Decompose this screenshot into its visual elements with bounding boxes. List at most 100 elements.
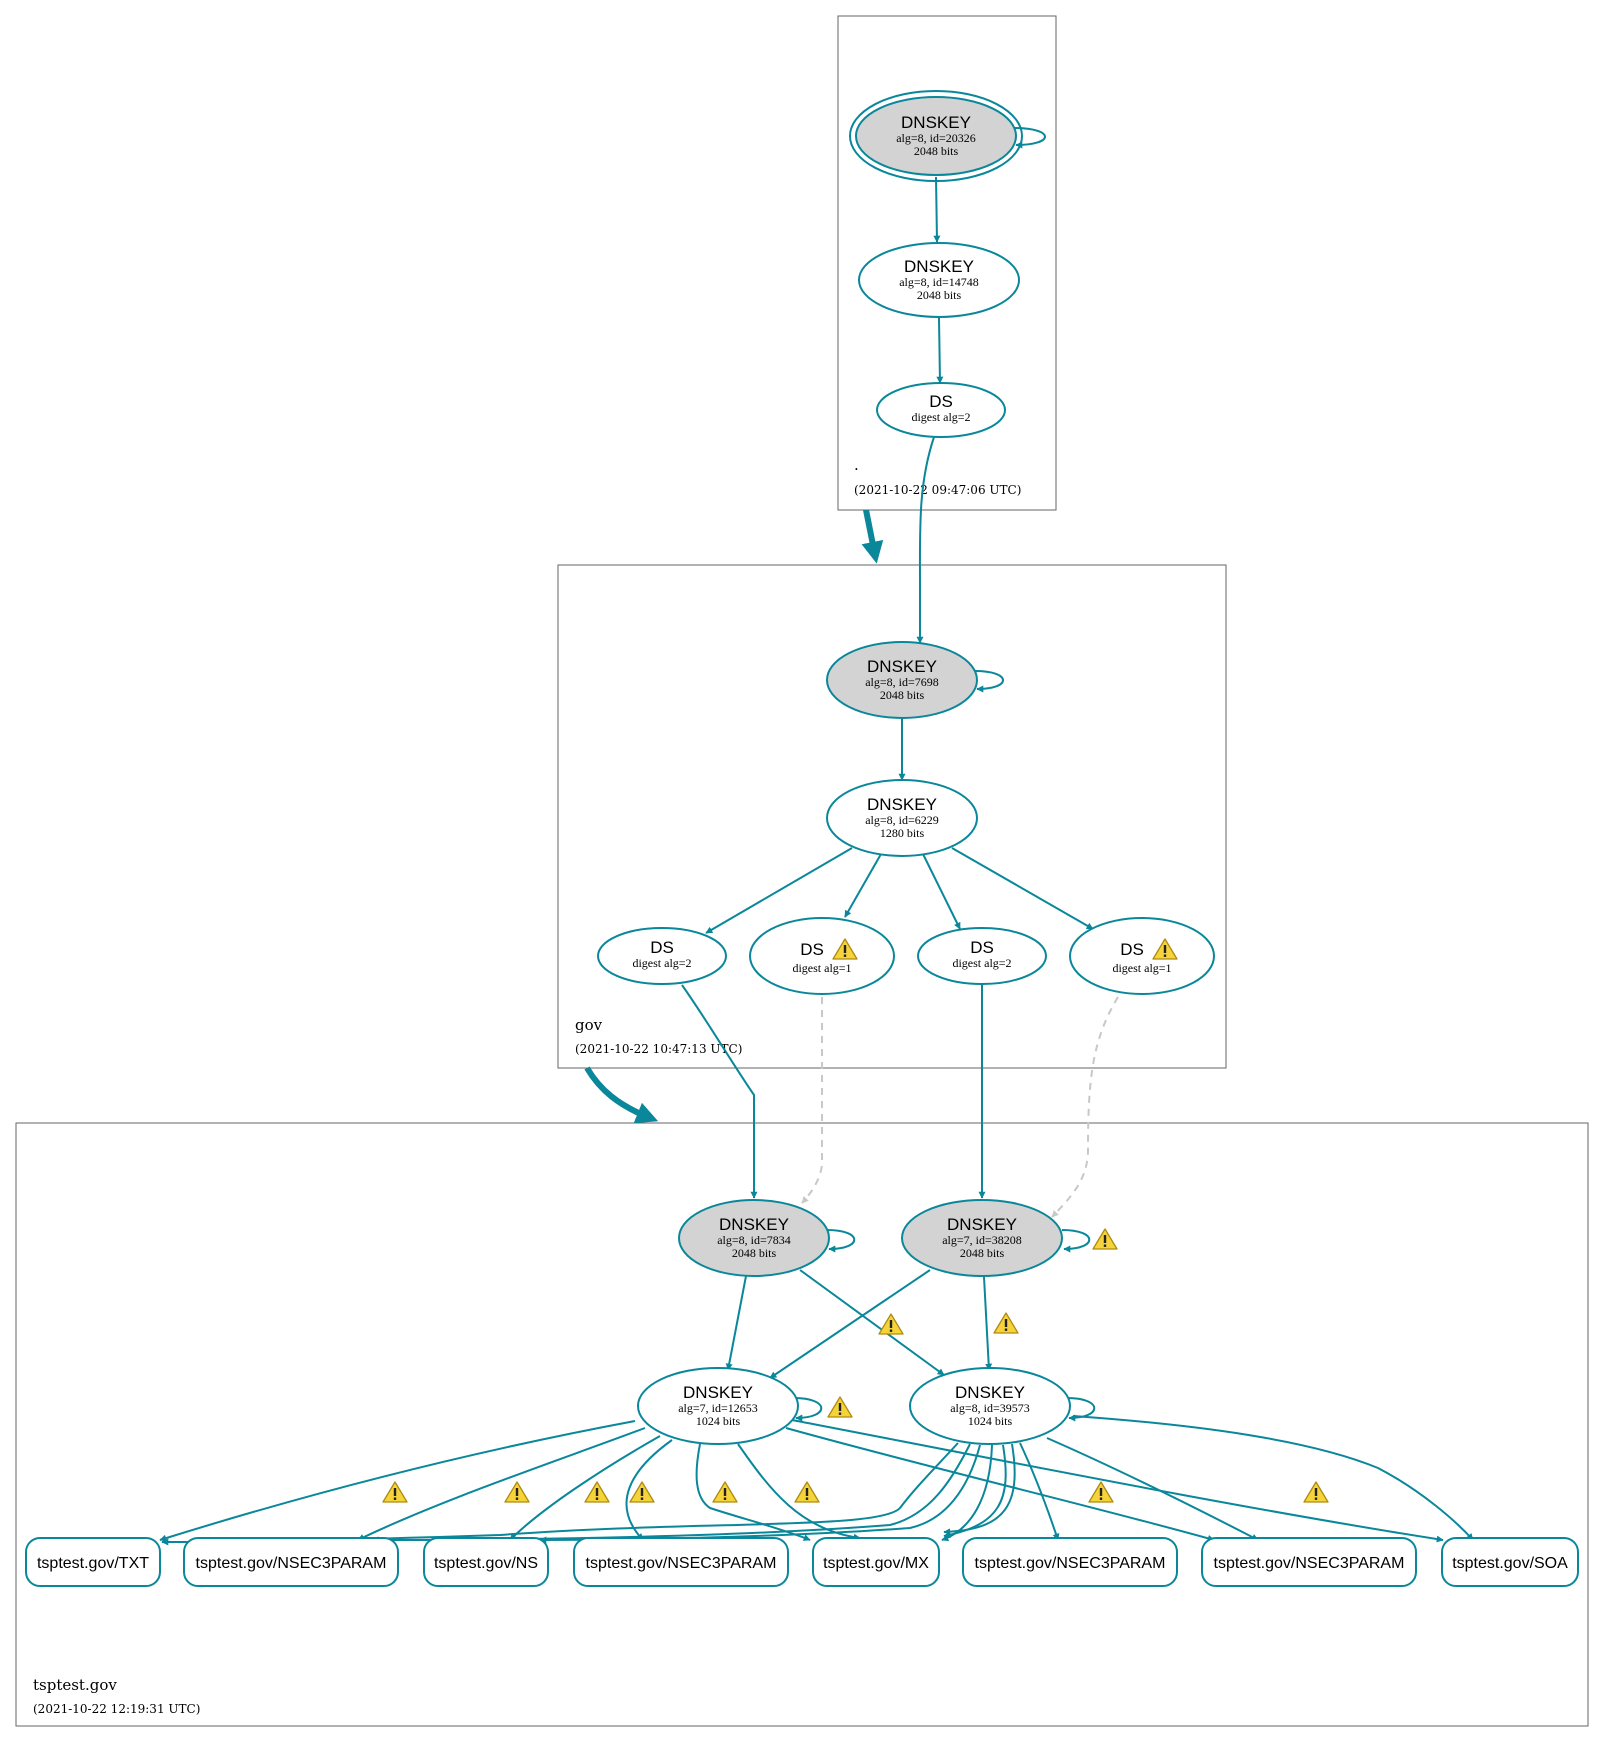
edge-ts-ksk1-to-zsk2 [799, 1269, 945, 1376]
root-ds-node[interactable]: DS digest alg=2 [876, 382, 1006, 438]
rrset-label: tsptest.gov/NSEC3PARAM [196, 1555, 387, 1572]
root-zone-timestamp: (2021-10-22 09:47:06 UTC) [854, 483, 1021, 497]
gov-zone-timestamp: (2021-10-22 10:47:13 UTC) [575, 1042, 742, 1056]
ts-zsk1-line1: alg=7, id=12653 [678, 1401, 758, 1415]
gov-zsk-title: DNSKEY [867, 795, 937, 814]
ts-ksk1-line2: 2048 bits [732, 1246, 777, 1260]
gov-zsk-line1: alg=8, id=6229 [865, 813, 939, 827]
gov-zsk-node[interactable]: DNSKEY alg=8, id=6229 1280 bits [826, 779, 978, 857]
ts-ksk2-line1: alg=7, id=38208 [942, 1233, 1022, 1247]
gov-ds4-line1: digest alg=1 [1112, 961, 1171, 975]
warning-icon [1303, 1481, 1329, 1503]
edge-ts-zsk1-self [793, 1397, 823, 1422]
rrset-node[interactable]: tsptest.gov/NSEC3PARAM [573, 1537, 789, 1587]
ts-zsk2-line2: 1024 bits [968, 1414, 1013, 1428]
ts-ksk1-line1: alg=8, id=7834 [717, 1233, 791, 1247]
root-ksk-line2: 2048 bits [914, 144, 959, 158]
edge-ts-ksk2-to-zsk2 [983, 1276, 993, 1371]
rrset-node[interactable]: tsptest.gov/NSEC3PARAM [1201, 1537, 1417, 1587]
edge-gov-zsk-to-ds1 [705, 847, 853, 934]
ts-ksk2-title: DNSKEY [947, 1215, 1017, 1234]
rrset-label: tsptest.gov/MX [823, 1555, 929, 1572]
edge-zsk1-to-mx-b [737, 1443, 861, 1541]
root-zsk-node[interactable]: DNSKEY alg=8, id=14748 2048 bits [858, 242, 1020, 318]
root-zsk-line1: alg=8, id=14748 [899, 275, 979, 289]
edge-gov-ds1-to-ts-ksk1 [681, 984, 758, 1199]
edge-zsk2-to-soa [1072, 1415, 1474, 1541]
gov-ds-node-2[interactable]: DS digest alg=1 [749, 917, 895, 995]
tsptest-zone-box [15, 1122, 1589, 1727]
rrset-label: tsptest.gov/NSEC3PARAM [975, 1555, 1166, 1572]
root-ksk-node[interactable]: DNSKEY alg=8, id=20326 2048 bits [849, 90, 1023, 182]
edge-gov-zsk-to-ds2 [844, 853, 882, 918]
edge-ts-ksk1-to-zsk1 [725, 1275, 747, 1371]
rrset-label: tsptest.gov/TXT [37, 1555, 149, 1572]
edge-zsk1-to-txt [159, 1420, 636, 1542]
edge-root-zsk-to-ds [936, 317, 944, 384]
root-zone-box [837, 15, 1057, 511]
gov-ds1-line1: digest alg=2 [632, 956, 691, 970]
rrset-node[interactable]: tsptest.gov/NS [423, 1537, 549, 1587]
ts-zsk1-line2: 1024 bits [696, 1414, 741, 1428]
gov-ds-node-4[interactable]: DS digest alg=1 [1069, 917, 1215, 995]
rrset-node[interactable]: tsptest.gov/NSEC3PARAM [962, 1537, 1178, 1587]
root-zone: . (2021-10-22 09:47:06 UTC) [837, 15, 1057, 511]
gov-ksk-node[interactable]: DNSKEY alg=8, id=7698 2048 bits [826, 641, 978, 719]
warning-icon [993, 1312, 1019, 1334]
delegation-root-to-gov-arrow [861, 509, 884, 564]
edge-gov-zsk-to-ds3 [922, 853, 961, 930]
ts-zsk1-title: DNSKEY [683, 1383, 753, 1402]
warning-icon [629, 1481, 655, 1503]
root-ksk-title: DNSKEY [901, 113, 971, 132]
edge-zsk2-to-mx-b [943, 1444, 1007, 1539]
gov-zone-label: gov [575, 1016, 603, 1034]
root-zone-label: . [854, 456, 859, 474]
rrset-label: tsptest.gov/NSEC3PARAM [586, 1555, 777, 1572]
gov-ds-node-1[interactable]: DS digest alg=2 [597, 927, 727, 985]
edge-gov-ds4-to-ts-ksk2-dashed [1051, 996, 1119, 1218]
gov-ds3-title: DS [970, 938, 994, 957]
edge-ts-ksk2-self [1061, 1229, 1091, 1253]
edge-root-ds-to-gov-ksk [916, 436, 935, 644]
rrset-node[interactable]: tsptest.gov/SOA [1441, 1537, 1579, 1587]
edge-zsk2-to-nsec3param-4 [1046, 1437, 1259, 1541]
gov-zone-box [557, 564, 1227, 1069]
gov-ds-node-3[interactable]: DS digest alg=2 [917, 927, 1047, 985]
gov-ds4-title: DS [1120, 940, 1144, 959]
ts-zsk1-node[interactable]: DNSKEY alg=7, id=12653 1024 bits [637, 1367, 799, 1445]
edge-root-ksk-to-zsk [933, 176, 941, 243]
warning-icon [1088, 1481, 1114, 1503]
rrset-node[interactable]: tsptest.gov/MX [812, 1537, 940, 1587]
rrset-node[interactable]: tsptest.gov/TXT [25, 1537, 161, 1587]
edge-zsk1-to-mx-a [695, 1443, 811, 1541]
rrset-label: tsptest.gov/NSEC3PARAM [1214, 1555, 1405, 1572]
edge-zsk2-to-mx-c [943, 1443, 1016, 1536]
edge-zsk2-to-txt [161, 1442, 959, 1546]
edge-zsk2-to-nsec3param-3 [1019, 1442, 1060, 1541]
warning-icon [794, 1481, 820, 1503]
edge-zsk1-to-nsec3param-4 [785, 1427, 1215, 1542]
edge-gov-ds2-to-ts-ksk1-dashed [801, 997, 823, 1204]
gov-ds2-line1: digest alg=1 [792, 961, 851, 975]
ts-ksk2-node[interactable]: DNSKEY alg=7, id=38208 2048 bits [901, 1199, 1063, 1277]
ts-ksk2-line2: 2048 bits [960, 1246, 1005, 1260]
warning-icon [827, 1396, 853, 1418]
rrset-node[interactable]: tsptest.gov/NSEC3PARAM [183, 1537, 399, 1587]
edge-ts-ksk2-to-zsk1 [769, 1269, 931, 1379]
ts-zsk2-node[interactable]: DNSKEY alg=8, id=39573 1024 bits [909, 1367, 1071, 1445]
gov-ksk-line1: alg=8, id=7698 [865, 675, 939, 689]
warning-icon [584, 1481, 610, 1503]
ts-ksk1-title: DNSKEY [719, 1215, 789, 1234]
warning-icon [1092, 1228, 1118, 1250]
warning-icon [382, 1481, 408, 1503]
edge-zsk1-to-nsec3param-1 [357, 1427, 646, 1541]
root-ds-line1: digest alg=2 [911, 410, 970, 424]
root-zsk-line2: 2048 bits [917, 288, 962, 302]
ts-ksk1-node[interactable]: DNSKEY alg=8, id=7834 2048 bits [678, 1199, 830, 1277]
warning-icon [878, 1313, 904, 1335]
gov-ksk-line2: 2048 bits [880, 688, 925, 702]
edge-gov-ksk-self [974, 670, 1004, 693]
ts-zsk2-line1: alg=8, id=39573 [950, 1401, 1030, 1415]
root-zsk-title: DNSKEY [904, 257, 974, 276]
gov-zone: gov (2021-10-22 10:47:13 UTC) [557, 564, 1227, 1069]
